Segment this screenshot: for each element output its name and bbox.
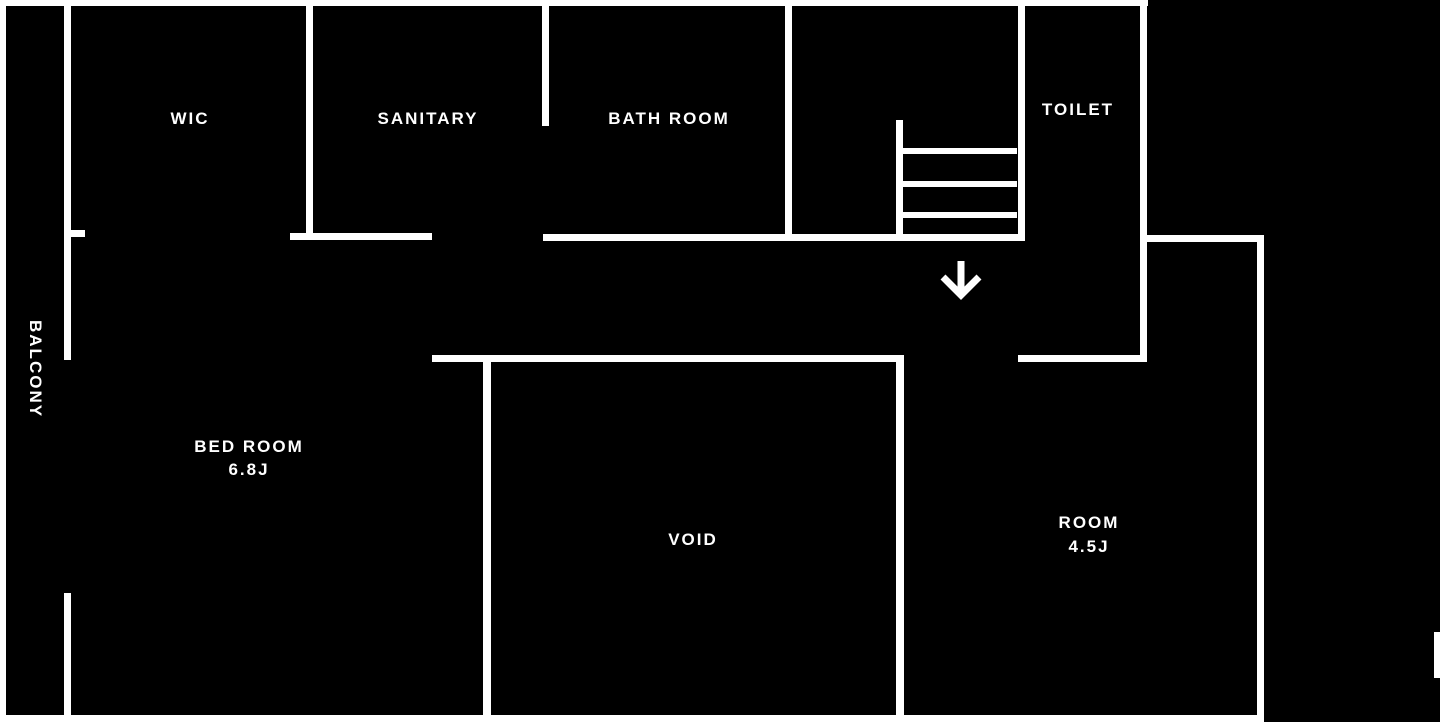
wall-bath-hall xyxy=(785,6,792,241)
wall-right-edge-tick xyxy=(1434,632,1440,678)
wall-balcony-inner-upper xyxy=(64,6,71,360)
stair-rail xyxy=(896,120,903,241)
room-label-toilet: TOILET xyxy=(1041,100,1115,119)
room-label-void: VOID xyxy=(668,530,718,549)
room-label-balcony: BALCONY xyxy=(26,319,45,419)
wall-void-top xyxy=(432,355,904,362)
room-label-wic: WIC xyxy=(170,109,210,128)
wall-sanitary-bath xyxy=(542,6,549,126)
wall-left-border xyxy=(0,0,6,722)
wall-bottom-border xyxy=(0,715,1264,722)
wall-balcony-inner-lower xyxy=(64,593,71,716)
room-label-sanitary: SANITARY xyxy=(377,109,479,128)
wall-right xyxy=(1257,242,1264,722)
room-label-bedroom: BED ROOM xyxy=(194,437,304,456)
stairs-down-arrow-icon xyxy=(940,261,982,300)
wall-bedroom-void xyxy=(483,362,491,722)
wall-entry-top xyxy=(1147,235,1264,242)
stair-step-2 xyxy=(903,181,1017,187)
wall-wic-bottom-stub xyxy=(71,230,85,237)
wall-toilet-bottom xyxy=(1018,355,1147,362)
room-label-room: ROOM xyxy=(1058,513,1120,532)
wall-void-room xyxy=(896,360,904,722)
room-size-bedroom: 6.8J xyxy=(228,460,270,479)
room-label-bathroom: BATH ROOM xyxy=(608,109,730,128)
wall-hall-toilet xyxy=(1018,6,1025,241)
wall-wic-sanitary xyxy=(306,6,313,237)
wall-corridor-top-left xyxy=(290,233,432,240)
stair-step-1 xyxy=(903,148,1017,154)
room-size-room: 4.5J xyxy=(1068,537,1110,556)
stair-step-3 xyxy=(903,212,1017,218)
wall-corridor-top-right xyxy=(543,234,1018,241)
wall-top-border xyxy=(0,0,1148,6)
wall-toilet-right xyxy=(1140,6,1147,362)
